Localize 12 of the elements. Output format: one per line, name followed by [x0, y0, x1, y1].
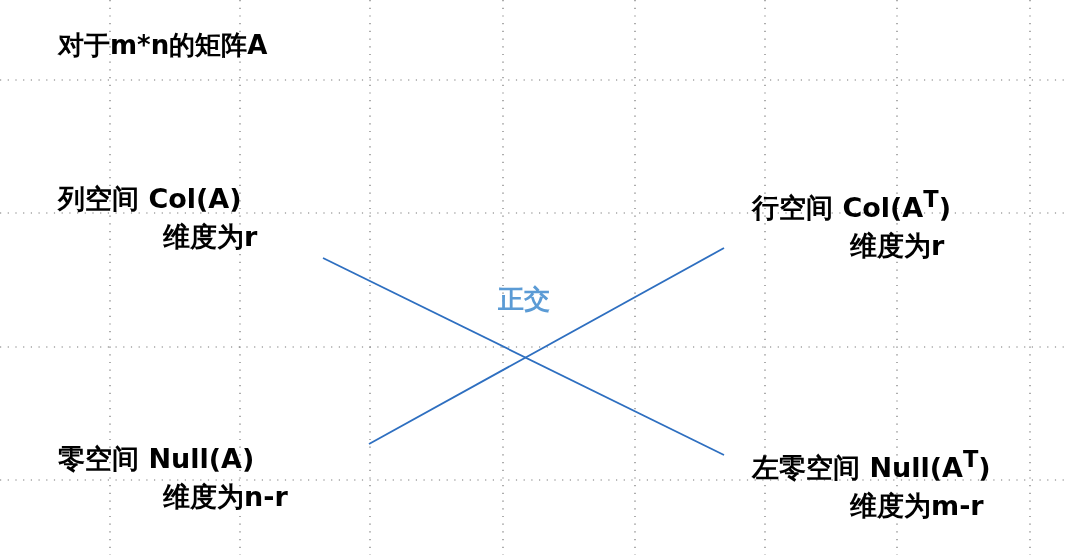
space-name: 零空间 Null(A): [58, 442, 255, 476]
space-name: 行空间 Col(A$^{T}$): [752, 185, 951, 225]
orthogonal-label: 正交: [498, 283, 550, 316]
connector-line: [368, 247, 725, 445]
space-name: 列空间 Col(A): [58, 182, 242, 216]
connector-line: [322, 257, 725, 456]
dimension-text: 维度为r: [850, 229, 945, 263]
dimension-text: 维度为r: [163, 220, 258, 254]
dimension-text: 维度为m-r: [850, 489, 984, 523]
dimension-text: 维度为n-r: [163, 480, 288, 514]
title: 对于m*n的矩阵A: [58, 29, 268, 62]
space-name: 左零空间 Null(A$^{T}$): [752, 445, 991, 485]
